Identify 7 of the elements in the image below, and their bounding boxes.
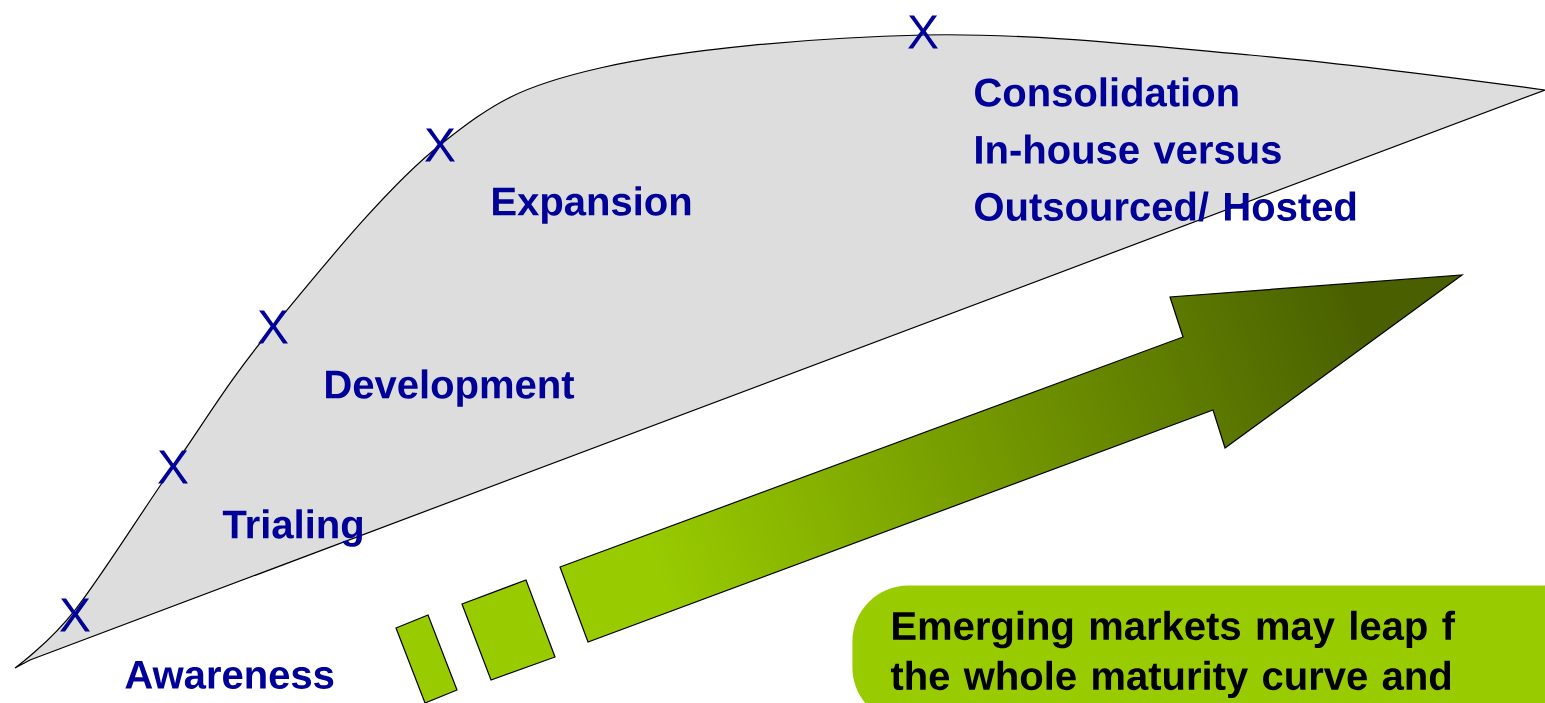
stage-label: Awareness <box>125 661 334 689</box>
stage-label: In-house versus Outsourced/ Hosted <box>975 134 1356 222</box>
callout-box: Emerging markets may leap f the whole maturity curve and <box>852 585 1545 703</box>
stage-label: Consolidation <box>975 77 1238 107</box>
stage-label: Development <box>326 369 575 407</box>
stage-label: Trialing <box>222 509 362 547</box>
stage-label: Expansion <box>493 186 691 224</box>
